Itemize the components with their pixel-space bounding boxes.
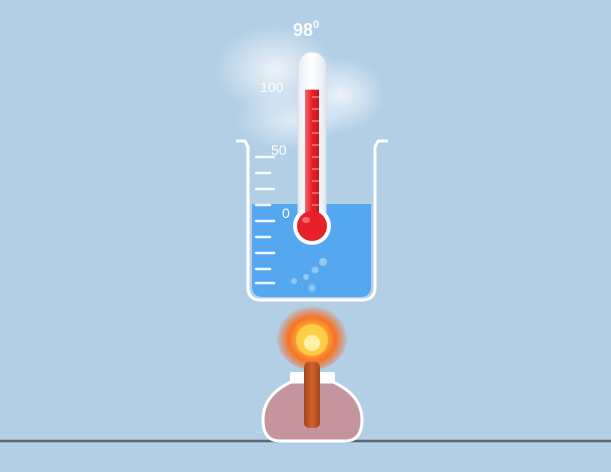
- beaker-glass: [236, 139, 388, 302]
- scale-label-0: 0: [282, 205, 290, 221]
- alcohol-burner[interactable]: [261, 362, 364, 443]
- scale-label-100: 100: [260, 79, 284, 95]
- burner-wick: [304, 362, 320, 428]
- thermometer-mercury: [305, 89, 319, 226]
- burner-flame: [276, 302, 348, 370]
- scale-label-50: 50: [271, 142, 287, 158]
- temperature-readout: 980: [293, 19, 319, 40]
- beaker-graduations: [254, 155, 276, 285]
- thermometer-ticks: [312, 96, 319, 206]
- beaker-water: [252, 204, 371, 297]
- thermometer[interactable]: 980 100 50 0: [260, 19, 331, 245]
- bulb-highlight: [302, 217, 310, 223]
- water-bubbles: [291, 258, 327, 292]
- thermometer-bulb: [297, 211, 327, 241]
- beaker[interactable]: [236, 139, 388, 302]
